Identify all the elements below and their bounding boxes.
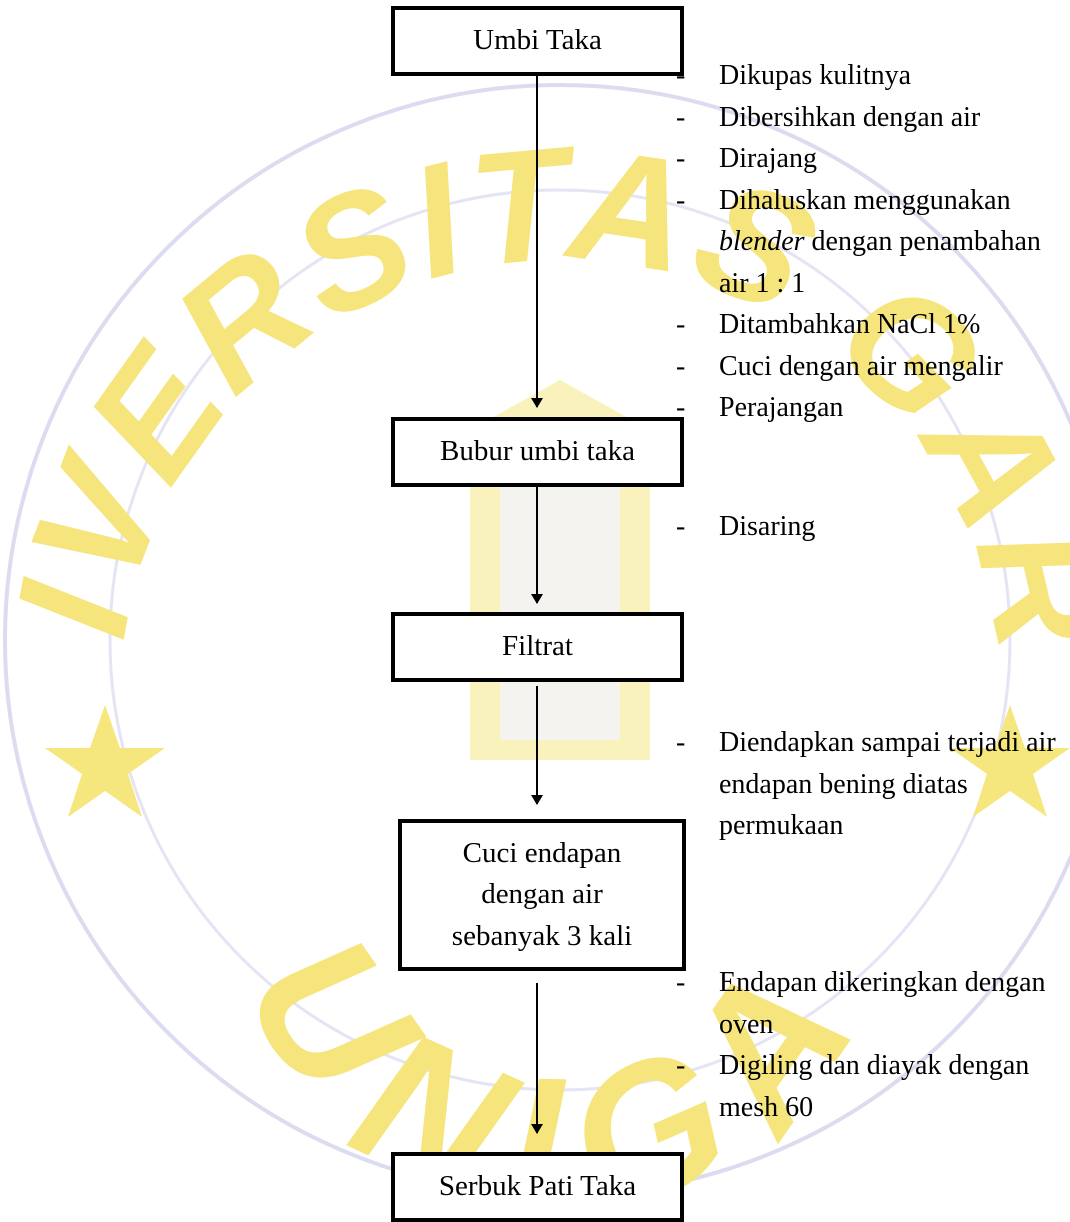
step-item: - Ditambahkan NaCl 1% (676, 304, 1066, 346)
box-line: Filtrat (502, 630, 573, 663)
dash: - (676, 184, 686, 216)
step-text: Dibersihkan dengan air (719, 101, 981, 133)
box-line: Cuci endapan (462, 837, 622, 870)
step-item: - Perajangan (676, 387, 1066, 429)
step-text-before: Dihaluskan menggunakan (719, 184, 1011, 216)
dash: - (676, 60, 686, 91)
dash: - (676, 967, 686, 998)
flow-box-umbi-taka: Umbi Taka (391, 6, 684, 76)
step-text: Dirajang (719, 143, 817, 174)
step-item: - Dikupas kulitnya (676, 55, 1066, 97)
step-text: Endapan dikeringkan dengan oven (719, 967, 1046, 1040)
flow-box-filtrat: Filtrat (391, 612, 684, 682)
step-text: Diendapkan sampai terjadi air endapan be… (719, 727, 1056, 841)
flow-box-bubur-umbi-taka: Bubur umbi taka (391, 417, 684, 487)
step-item: - Dirajang (676, 138, 1066, 180)
step-text: Dikupas kulitnya (719, 60, 912, 91)
dash: - (676, 143, 686, 174)
dash: - (676, 511, 686, 542)
dash: - (676, 1050, 686, 1081)
step-text: Digiling dan diayak dengan mesh 60 (719, 1050, 1030, 1123)
step-text-italic: blender (719, 226, 805, 257)
box-line: Serbuk Pati Taka (438, 1170, 637, 1203)
steps-list-2: - Disaring (676, 506, 1066, 548)
box-line: Umbi Taka (473, 24, 602, 57)
step-text: Perajangan (719, 392, 844, 423)
dash: - (676, 392, 686, 423)
flow-box-serbuk-pati-taka: Serbuk Pati Taka (391, 1152, 684, 1222)
step-text: Cuci dengan air mengalir (719, 350, 1003, 382)
steps-list-4: - Endapan dikeringkan dengan oven - Digili… (676, 962, 1066, 1128)
step-item: - Digiling dan diayak dengan mesh 60 (676, 1045, 1066, 1128)
step-item: - Diendapkan sampai terjadi air endapan b… (676, 722, 1068, 847)
steps-list-1: - Dikupas kulitnya - Dibersihkan dengan ai… (676, 55, 1066, 429)
step-item: - Dihaluskan menggunakan blender dengan pe… (676, 180, 1066, 305)
flow-box-cuci-endapan: Cuci endapan dengan air sebanyak 3 kali (398, 819, 686, 971)
step-item: - Disaring (676, 506, 1066, 548)
dash: - (676, 309, 686, 340)
star-left-icon (45, 705, 165, 817)
dash: - (676, 101, 686, 133)
step-item: - Cuci dengan air mengalir (676, 346, 1066, 388)
box-line: Bubur umbi taka (440, 435, 635, 468)
steps-list-3: - Diendapkan sampai terjadi air endapan b… (676, 722, 1068, 847)
step-item: - Endapan dikeringkan dengan oven (676, 962, 1066, 1045)
step-text: Ditambahkan NaCl 1% (719, 309, 981, 340)
box-line: sebanyak 3 kali (451, 919, 633, 952)
star-right-icon (950, 705, 1070, 817)
step-text-after: dengan penambahan air 1 : 1 (719, 226, 1041, 299)
dash: - (676, 727, 686, 758)
box-line: dengan air (481, 878, 603, 911)
step-item: - Dibersihkan dengan air (676, 97, 1066, 139)
dash: - (676, 350, 686, 382)
step-text: Disaring (719, 511, 816, 542)
